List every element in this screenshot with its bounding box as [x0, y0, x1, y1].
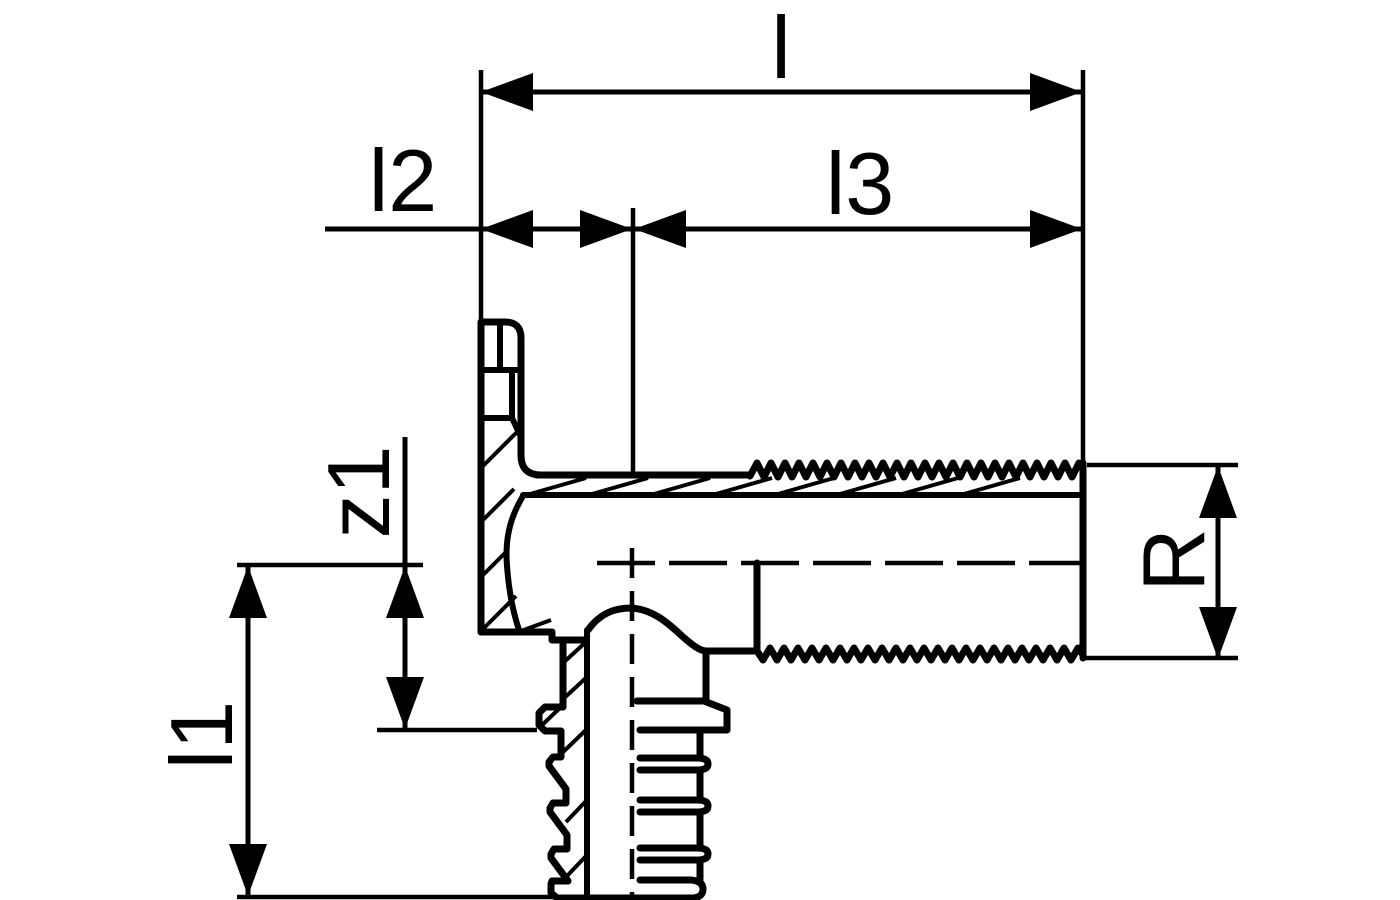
barb-end-bead [553, 876, 707, 900]
flange-bottom-edge [477, 628, 587, 644]
hatch-barb-wall [538, 639, 589, 878]
arrowhead-l1-bottom-icon [229, 844, 267, 896]
dimension-z1-label: z1 [309, 446, 408, 539]
dimension-R-label: R [1124, 528, 1223, 592]
barb-left-profile [535, 637, 572, 900]
pipe-body [520, 459, 1087, 664]
extension-lines [237, 70, 1238, 900]
section-hatching [480, 426, 1021, 878]
arrowhead-l3-right-icon [1030, 210, 1082, 248]
arrowhead-R-bottom-icon [1199, 607, 1237, 659]
elbow-dome [584, 604, 710, 655]
body-silhouette-arc [503, 493, 526, 633]
arrowhead-left-icon [481, 73, 533, 111]
flange-section [477, 318, 587, 644]
dimension-l-label: l [771, 0, 791, 97]
thread-top-profile [746, 459, 1087, 481]
arrowhead-z1-top-icon [386, 566, 424, 618]
thread-bottom-profile [753, 644, 1087, 664]
dimension-l2-label: l2 [369, 131, 438, 230]
arrowhead-R-top-icon [1199, 466, 1237, 518]
dimension-z1: z1 [309, 437, 424, 729]
pipe-bottom-shoulder [702, 559, 761, 655]
arrowhead-l3-left-icon [634, 210, 686, 248]
hatch-pipe-wall [529, 476, 1021, 496]
flange-outline [477, 318, 545, 636]
hatch-flange [480, 426, 552, 633]
dimension-l3-label: l3 [826, 134, 895, 233]
dimension-R: R [1124, 466, 1237, 659]
dimension-l2-l3: l2 l3 [325, 131, 1082, 248]
arrowhead-l1-top-icon [229, 566, 267, 618]
arrowhead-l2-left-icon [481, 210, 533, 248]
flange-ear-chamfer [509, 415, 524, 440]
arrowhead-z1-bottom-icon [386, 677, 424, 729]
dimension-l1: l1 [152, 566, 267, 896]
barb-collar [633, 697, 731, 734]
arrowhead-l2-right-icon [580, 210, 632, 248]
arrowhead-right-icon [1030, 73, 1082, 111]
dimension-l1-label: l1 [152, 701, 251, 770]
dimension-l: l [481, 0, 1082, 111]
